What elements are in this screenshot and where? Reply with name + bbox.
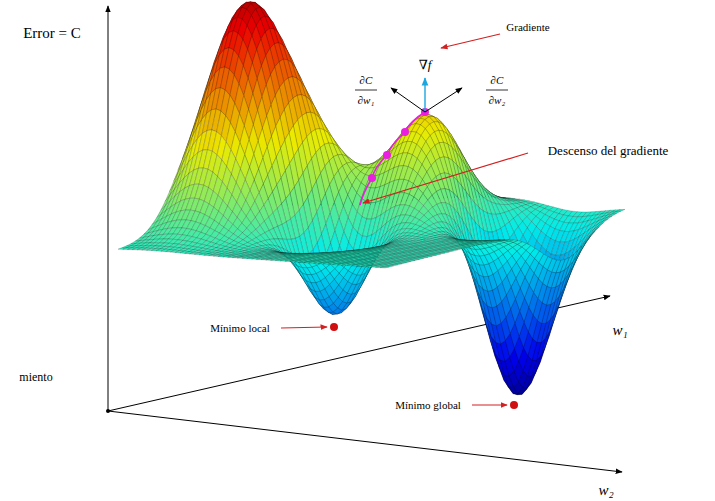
- error-surface: [118, 2, 625, 395]
- error-axis: [108, 6, 109, 411]
- axes: [106, 6, 622, 472]
- w1-axis: [108, 296, 610, 411]
- origin-dot: [106, 409, 110, 413]
- w2-axis: [108, 411, 622, 472]
